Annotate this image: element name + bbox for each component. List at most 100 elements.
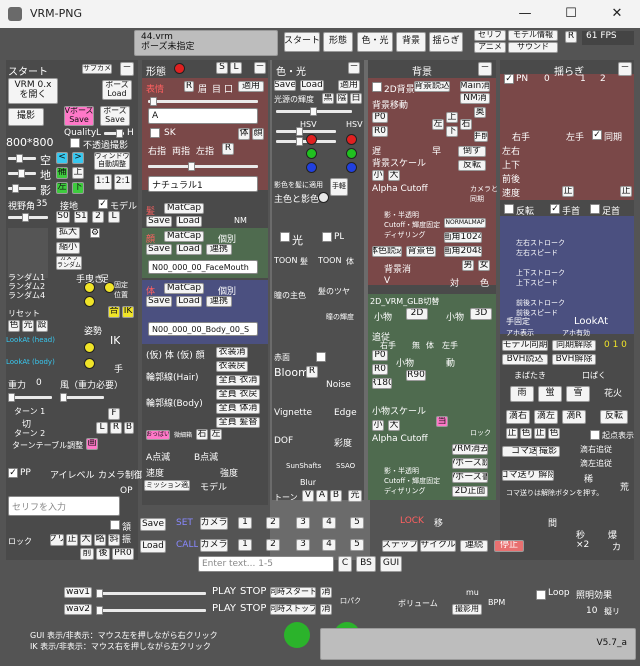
- all-hair-button[interactable]: 全員 髪替: [216, 417, 260, 428]
- ground-slider[interactable]: [8, 169, 36, 178]
- theme-dot[interactable]: [318, 192, 329, 203]
- set-3-button[interactable]: 3: [296, 517, 310, 529]
- camera-set-button[interactable]: カメラ: [200, 517, 228, 530]
- left-foot-dot[interactable]: [84, 358, 95, 369]
- bg-big-button[interactable]: 大: [388, 170, 400, 181]
- f-button[interactable]: F: [108, 408, 120, 420]
- bvh-read-button[interactable]: BVH読込: [502, 354, 548, 365]
- kuri-button[interactable]: クリ: [50, 534, 64, 546]
- body-matcap-button[interactable]: MatCap: [164, 283, 204, 294]
- hand-yellow-dot[interactable]: [84, 282, 95, 293]
- r180-button[interactable]: R180: [372, 378, 392, 389]
- bg-back-button[interactable]: 手前: [474, 131, 488, 142]
- r-button-top[interactable]: R: [565, 31, 577, 43]
- green-dot-2[interactable]: [346, 148, 357, 159]
- hair-load-button[interactable]: Load: [176, 216, 202, 227]
- up-arrow-button[interactable]: 上: [72, 167, 84, 179]
- gravity-slider[interactable]: [8, 393, 52, 402]
- b-turn-button[interactable]: B: [124, 422, 134, 434]
- kaku-button[interactable]: 斜: [108, 534, 120, 546]
- face-matcap-button[interactable]: MatCap: [164, 231, 204, 242]
- gui-button[interactable]: GUI: [380, 556, 402, 572]
- color-drop-2[interactable]: 色: [548, 428, 560, 439]
- oppai-button[interactable]: おっぱい: [146, 430, 170, 440]
- shade-button[interactable]: 陰: [336, 93, 348, 104]
- body-sync-button[interactable]: 連携: [206, 296, 232, 307]
- tilt-button[interactable]: 倒す: [458, 146, 486, 157]
- small-2d-button[interactable]: 2D: [406, 308, 428, 320]
- bottom-load-button[interactable]: Load: [140, 540, 166, 553]
- subcam-button[interactable]: サブカメ: [82, 64, 112, 74]
- sync-stop-button[interactable]: 同時ストップ: [270, 604, 316, 615]
- set-5-button[interactable]: 5: [350, 517, 364, 529]
- shadow-slider[interactable]: [8, 184, 36, 193]
- bg2d-checkbox[interactable]: [372, 82, 382, 92]
- camera-random-button[interactable]: カメラ ランダム: [56, 256, 82, 270]
- expr-select[interactable]: A: [148, 108, 258, 124]
- body-color-button[interactable]: 体色読込: [372, 246, 402, 257]
- bg-invert-button[interactable]: 反転: [458, 160, 486, 171]
- color-save-button[interactable]: Save: [274, 80, 296, 91]
- del2-button[interactable]: 消: [320, 604, 332, 615]
- small-3d-button[interactable]: 3D: [470, 308, 492, 320]
- reverse-checkbox[interactable]: [504, 204, 514, 214]
- p0-button[interactable]: P0: [372, 112, 388, 123]
- serif-input[interactable]: セリフを入力: [8, 496, 120, 516]
- set-2-button[interactable]: 2: [266, 517, 280, 529]
- bg-left-button[interactable]: 左: [432, 119, 444, 130]
- start-panel-minus[interactable]: －: [120, 62, 134, 76]
- tab-sound[interactable]: サウンド: [508, 42, 558, 53]
- blush-checkbox[interactable]: [316, 352, 326, 362]
- gan-button[interactable]: 顔: [252, 128, 264, 140]
- bright-slider[interactable]: [276, 107, 352, 116]
- drop-left-button[interactable]: 滴左: [534, 410, 558, 424]
- white-button[interactable]: 白: [350, 93, 362, 104]
- expr-r-button[interactable]: R: [184, 81, 194, 92]
- vrm-del-button[interactable]: VRM消去: [452, 444, 488, 455]
- hair-matcap-button[interactable]: MatCap: [164, 203, 204, 214]
- all-hide-button[interactable]: 全員 衣消: [216, 375, 260, 386]
- finger-select[interactable]: ナチュラル1: [148, 176, 258, 192]
- pp-checkbox[interactable]: ✓: [8, 468, 18, 478]
- bloom-r-button[interactable]: R: [306, 366, 318, 378]
- stop2-label[interactable]: STOP: [240, 603, 267, 614]
- snow-button[interactable]: 雪: [566, 386, 590, 402]
- call-3-button[interactable]: 3: [296, 539, 310, 551]
- start-show-checkbox[interactable]: [590, 430, 600, 440]
- blue-dot-2[interactable]: [346, 162, 357, 173]
- camera-call-button[interactable]: カメラ: [200, 539, 228, 552]
- tai-button[interactable]: 体: [238, 128, 250, 140]
- green-dot-1[interactable]: [306, 148, 317, 159]
- small-p0-button[interactable]: P0: [372, 350, 388, 361]
- model-sync-button[interactable]: モデル同期: [502, 340, 548, 351]
- set-1-button[interactable]: 1: [238, 517, 252, 529]
- loop-checkbox[interactable]: [536, 590, 546, 600]
- r0-button[interactable]: R0: [372, 126, 388, 137]
- bottom-save-button[interactable]: Save: [140, 518, 166, 531]
- bg-load-button[interactable]: 背景読込: [414, 81, 450, 92]
- vpose-save-button[interactable]: Vポーズ Save: [64, 106, 94, 126]
- face-material-field[interactable]: N00_000_00_FaceMouth: [148, 260, 258, 274]
- ryaku-button[interactable]: 略: [94, 534, 106, 546]
- next-arrow[interactable]: >: [72, 152, 84, 164]
- light-button[interactable]: 光: [22, 320, 34, 332]
- atari-button[interactable]: 当: [436, 416, 448, 427]
- fov-slider[interactable]: [8, 213, 48, 222]
- koma-shoot-button[interactable]: 撮影: [536, 446, 560, 457]
- play1-label[interactable]: PLAY: [212, 586, 237, 597]
- l-button[interactable]: L: [108, 211, 120, 223]
- s1-button[interactable]: S1: [74, 211, 88, 223]
- wav2-button[interactable]: wav2: [64, 604, 92, 615]
- finger-r-button[interactable]: R: [222, 143, 234, 155]
- small-r0-button[interactable]: R0: [372, 364, 388, 375]
- hand-checkbox[interactable]: ✓: [550, 204, 560, 214]
- drop-right-button[interactable]: 滴右: [506, 410, 530, 424]
- pose-load-button[interactable]: ポーズ Load: [102, 80, 132, 100]
- form-l-button[interactable]: L: [230, 62, 242, 74]
- ratio-21-button[interactable]: 2:1: [114, 174, 132, 190]
- sway-minus[interactable]: －: [618, 62, 632, 76]
- call-2-button[interactable]: 2: [266, 539, 280, 551]
- continuous-button[interactable]: 連続: [460, 540, 488, 552]
- bg-up-button[interactable]: 上: [446, 112, 458, 123]
- tab-start[interactable]: スタート: [284, 32, 320, 52]
